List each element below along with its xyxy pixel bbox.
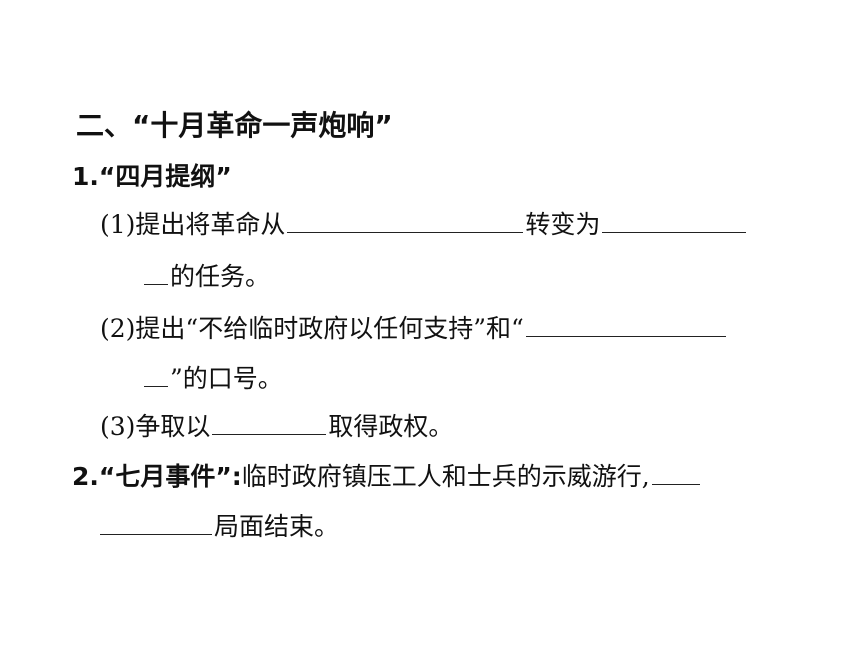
item1-sub2-text2: ”的口号。: [170, 364, 283, 393]
item1-sub2-text1: (2)提出“不给临时政府以任何支持”和“: [100, 314, 524, 343]
blank-1b: [602, 231, 747, 233]
blank-4: [651, 483, 700, 485]
item1-sub2-line2: ”的口号。: [144, 366, 283, 391]
blank-2-cont: [144, 385, 168, 387]
section-title: 二、“十月革命一声炮响”: [76, 109, 393, 142]
item2-line1: 2.“七月事件”:临时政府镇压工人和士兵的示威游行,: [72, 464, 702, 489]
item1-sub1-text1: (1)提出将革命从: [100, 210, 286, 239]
blank-1a: [287, 231, 524, 233]
item1-sub3-text2: 取得政权。: [328, 412, 454, 441]
item1-sub1-text3: 的任务。: [170, 262, 271, 291]
item2-heading: 2.“七月事件”:: [72, 462, 242, 491]
blank-3: [212, 433, 327, 435]
item1-sub2-line1: (2)提出“不给临时政府以任何支持”和“: [100, 316, 728, 341]
item1-sub1-line1: (1)提出将革命从 转变为: [100, 212, 748, 237]
blank-2: [525, 335, 726, 337]
item2-text: 临时政府镇压工人和士兵的示威游行,: [241, 462, 650, 491]
item1-sub1-line2: 的任务。: [144, 264, 270, 289]
item2-line2: 局面结束。: [100, 514, 339, 539]
item1-heading: 1.“四月提纲”: [72, 162, 232, 191]
item2-text2: 局面结束。: [214, 512, 340, 541]
item1-sub3-line: (3)争取以 取得政权。: [100, 414, 453, 439]
item1-sub3-text1: (3)争取以: [100, 412, 211, 441]
blank-4-cont: [100, 533, 212, 535]
item1-sub1-text2: 转变为: [525, 210, 601, 239]
blank-1b-cont: [144, 283, 168, 285]
